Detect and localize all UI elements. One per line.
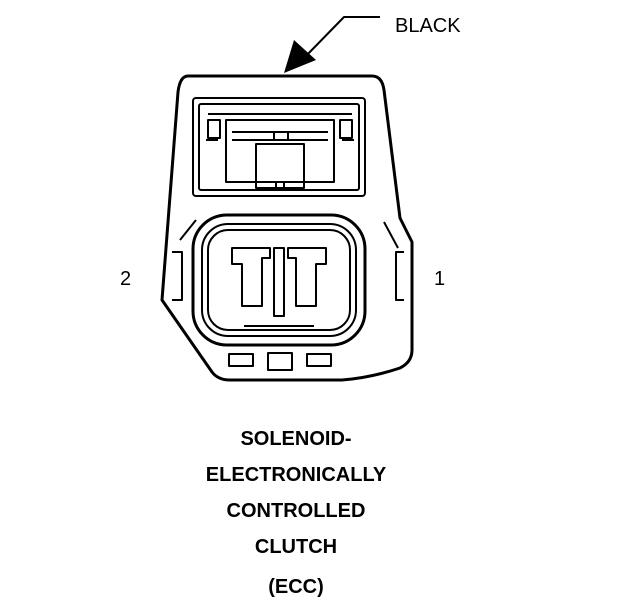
terminal-cavities: [231, 247, 327, 331]
mating-face: [191, 213, 367, 347]
pin-number-2: 2: [120, 268, 132, 290]
connector-body: [160, 74, 414, 382]
terminal-cavity-2: [231, 247, 271, 307]
title-line-4: CLUTCH: [254, 536, 338, 558]
title-line-1: SOLENOID-: [240, 428, 352, 450]
bottom-windows: [228, 352, 332, 371]
leader-arrow: [284, 16, 380, 73]
terminal-cavity-1: [287, 247, 327, 307]
pin-number-1: 1: [434, 268, 446, 290]
title-line-2: ELECTRONICALLY: [205, 464, 387, 486]
wire-color-label: BLACK: [395, 15, 461, 37]
side-notches: [172, 251, 404, 301]
title-abbreviation: (ECC): [268, 576, 324, 598]
terminal-cavity-center: [273, 247, 285, 317]
connector-title: SOLENOID- ELECTRONICALLY CONTROLLED CLUT…: [146, 424, 446, 600]
latch-housing: [192, 97, 366, 197]
body-ledge: [179, 219, 399, 249]
title-line-3: CONTROLLED: [226, 500, 366, 522]
